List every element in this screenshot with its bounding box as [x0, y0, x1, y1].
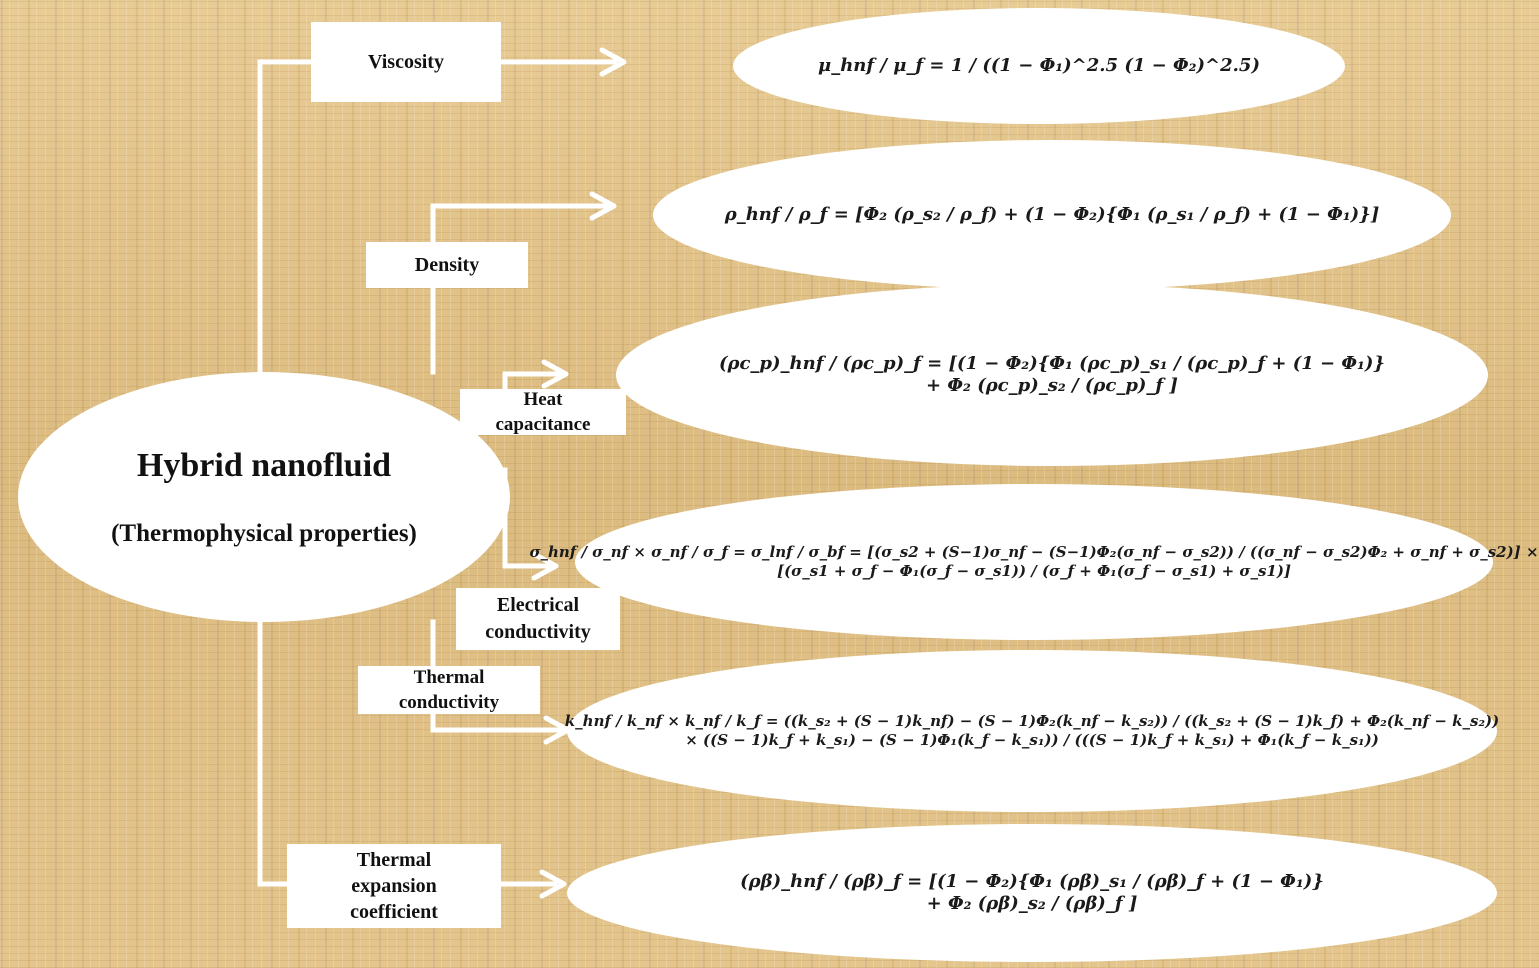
thermal-conductivity-formula: k_hnf / k_nf × k_nf / k_f = ((k_s₂ + (S … [565, 712, 1499, 750]
arrowhead-electrical [531, 551, 559, 581]
formula-oval-electrical-conductivity: σ_hnf / σ_nf × σ_nf / σ_f = σ_lnf / σ_bf… [529, 484, 1539, 640]
thermal-conductivity-formula-line-2: × ((S − 1)k_f + k_s₁) − (S − 1)Φ₁(k_f − … [685, 731, 1379, 749]
label-density: Density [366, 242, 528, 288]
thermal-conductivity-formula-line-1: k_hnf / k_nf × k_nf / k_f = ((k_s₂ + (S … [564, 712, 1500, 731]
viscosity-formula-line: μ_hnf / μ_f = 1 / ((1 − Φ₁)^2.5 (1 − Φ₂)… [818, 54, 1260, 76]
density-formula: ρ_hnf / ρ_f = [Φ₂ (ρ_s₂ / ρ_f) + (1 − Φ₂… [725, 204, 1380, 227]
trunk-line-lower [257, 619, 558, 887]
arrowhead-density [589, 191, 617, 221]
thermal-expansion-formula: (ρβ)_hnf / (ρβ)_f = [(1 − Φ₂){Φ₁ (ρβ)_s₁… [740, 871, 1324, 916]
heat-capacitance-formula-line-2: + Φ₂ (ρc_p)_s₂ / (ρc_p)_f ] [926, 375, 1178, 396]
hub-oval: Hybrid nanofluid (Thermophysical propert… [18, 372, 510, 622]
formula-oval-density: ρ_hnf / ρ_f = [Φ₂ (ρ_s₂ / ρ_f) + (1 − Φ₂… [653, 140, 1451, 290]
thermal-expansion-formula-line-2: + Φ₂ (ρβ)_s₂ / (ρβ)_f ] [926, 893, 1138, 914]
label-electrical-conductivity: Electrical conductivity [456, 588, 620, 650]
hub-subtitle: (Thermophysical properties) [111, 520, 417, 547]
heat-capacitance-formula-line-1: (ρc_p)_hnf / (ρc_p)_f = [(1 − Φ₂){Φ₁ (ρc… [718, 352, 1386, 374]
density-formula-line: ρ_hnf / ρ_f = [Φ₂ (ρ_s₂ / ρ_f) + (1 − Φ₂… [724, 203, 1380, 225]
trunk-line [257, 59, 618, 375]
heat-capacitance-formula: (ρc_p)_hnf / (ρc_p)_f = [(1 − Φ₂){Φ₁ (ρc… [719, 353, 1385, 398]
formula-oval-heat-capacitance: (ρc_p)_hnf / (ρc_p)_f = [(1 − Φ₂){Φ₁ (ρc… [616, 284, 1488, 466]
label-thermal-expansion: Thermal expansion coefficient [287, 844, 501, 928]
viscosity-formula: μ_hnf / μ_f = 1 / ((1 − Φ₁)^2.5 (1 − Φ₂)… [818, 55, 1260, 78]
label-heat-capacitance: Heat capacitance [460, 389, 626, 435]
formula-oval-thermal-conductivity: k_hnf / k_nf × k_nf / k_f = ((k_s₂ + (S … [565, 650, 1499, 812]
formula-oval-thermal-expansion: (ρβ)_hnf / (ρβ)_f = [(1 − Φ₂){Φ₁ (ρβ)_s₁… [567, 824, 1497, 962]
arrowhead-viscosity [599, 47, 627, 77]
electrical-conductivity-formula: σ_hnf / σ_nf × σ_nf / σ_f = σ_lnf / σ_bf… [529, 543, 1538, 581]
label-thermal-conductivity: Thermal conductivity [358, 666, 540, 714]
label-viscosity: Viscosity [311, 22, 501, 102]
branch-line [430, 203, 611, 375]
thermal-expansion-formula-line-1: (ρβ)_hnf / (ρβ)_f = [(1 − Φ₂){Φ₁ (ρβ)_s₁… [740, 870, 1324, 892]
hub-title: Hybrid nanofluid [136, 447, 392, 484]
branch-line-lower [430, 619, 563, 733]
arrowhead-heat [541, 359, 569, 389]
electrical-conductivity-formula-line-2: [(σ_s1 + σ_f − Φ₁(σ_f − σ_s1)) / (σ_f + … [776, 562, 1292, 580]
electrical-conductivity-formula-line-1: σ_hnf / σ_nf × σ_nf / σ_f = σ_lnf / σ_bf… [529, 543, 1539, 562]
arrowhead-expansion [539, 869, 567, 899]
formula-oval-viscosity: μ_hnf / μ_f = 1 / ((1 − Φ₁)^2.5 (1 − Φ₂)… [733, 8, 1345, 124]
